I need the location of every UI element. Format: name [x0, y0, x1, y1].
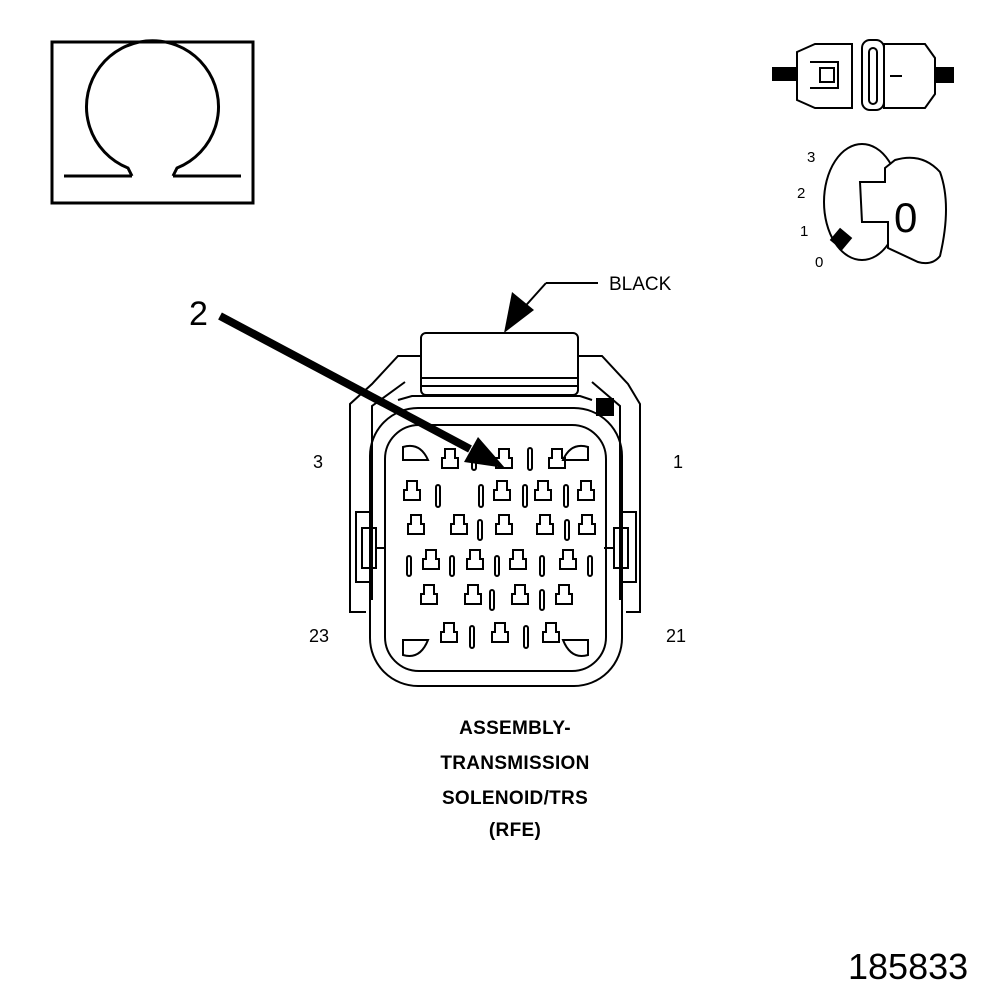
color-leader	[504, 282, 598, 333]
cavity-rib	[471, 447, 477, 471]
terminal-cavity	[542, 622, 560, 643]
component-title-line-1: ASSEMBLY-	[459, 718, 571, 739]
cavity-rib	[539, 589, 545, 611]
ignition-position-3: 3	[807, 149, 816, 166]
terminal-cavity	[403, 480, 421, 501]
cavity-rib	[435, 484, 441, 508]
cavity-rib	[489, 589, 495, 611]
terminal-cavities	[403, 448, 596, 643]
terminal-cavity	[495, 448, 513, 469]
cavity-rib	[523, 625, 529, 649]
corner-keys	[402, 444, 589, 657]
callout-number: 2	[189, 295, 208, 333]
pin-label-top-right: 1	[673, 452, 684, 472]
terminal-cavity	[440, 622, 458, 643]
terminal-cavity	[555, 584, 573, 605]
cavity-ribs	[406, 447, 593, 649]
cavity-rib	[527, 447, 533, 471]
connector-housing	[349, 332, 641, 687]
ignition-position-1: 1	[800, 223, 809, 240]
terminal-cavity	[548, 448, 566, 469]
cavity-rib	[563, 484, 569, 508]
terminal-cavity	[407, 514, 425, 535]
cavity-rib	[494, 555, 500, 577]
terminal-cavity	[493, 480, 511, 501]
terminal-cavity	[534, 480, 552, 501]
pin-label-top-left: 3	[313, 452, 324, 472]
terminal-cavity	[577, 480, 595, 501]
terminal-cavity	[420, 584, 438, 605]
cavity-rib	[469, 625, 475, 649]
cavity-rib	[522, 484, 528, 508]
terminal-cavity	[422, 549, 440, 570]
terminal-cavity	[509, 549, 527, 570]
cavity-rib	[449, 555, 455, 577]
pin-label-bottom-left: 23	[309, 626, 330, 646]
terminal-cavity	[450, 514, 468, 535]
cavity-rib	[587, 555, 593, 577]
cavity-rib	[539, 555, 545, 577]
connector-icon	[772, 39, 954, 111]
terminal-cavity	[578, 514, 596, 535]
cavity-rib	[477, 519, 483, 541]
terminal-cavity	[491, 622, 509, 643]
component-title-line-4: (RFE)	[488, 820, 542, 841]
cavity-rib	[478, 484, 484, 508]
svg-text:0: 0	[894, 194, 917, 241]
callout-arrow	[218, 312, 505, 468]
terminal-cavity	[466, 549, 484, 570]
cavity-rib	[406, 555, 412, 577]
pin-label-bottom-right: 21	[666, 626, 687, 646]
terminal-cavity	[464, 584, 482, 605]
cavity-rib	[564, 519, 570, 541]
ignition-key-icon: 0	[823, 143, 947, 265]
component-title-line-2: TRANSMISSION	[440, 753, 590, 774]
connector-color-label: BLACK	[609, 274, 672, 295]
terminal-cavity	[511, 584, 529, 605]
component-title-line-3: SOLENOID/TRS	[441, 788, 589, 809]
figure-id: 185833	[848, 946, 969, 987]
terminal-cavity	[536, 514, 554, 535]
terminal-cavity	[441, 448, 459, 469]
terminal-cavity	[559, 549, 577, 570]
terminal-cavity	[495, 514, 513, 535]
ignition-position-0: 0	[815, 254, 824, 271]
ohm-icon	[50, 39, 255, 205]
ignition-position-2: 2	[797, 185, 806, 202]
